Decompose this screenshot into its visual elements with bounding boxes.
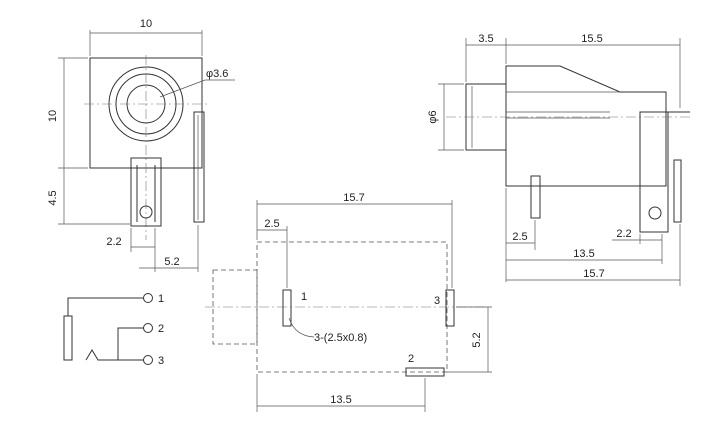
front-view: 10 10 4.5 φ3.6 2.2 5.2 <box>47 18 235 272</box>
front-side-pin <box>193 111 205 223</box>
dim-side-span-total: 15.7 <box>583 268 604 280</box>
pad-1 <box>282 289 292 327</box>
schematic: 1 2 3 <box>63 293 164 367</box>
footprint-pin2-label: 2 <box>408 353 414 365</box>
side-pin-bottom <box>530 175 541 219</box>
dim-side-diameter: φ6 <box>427 110 439 123</box>
side-tab-hole <box>648 206 662 220</box>
terminal-3 <box>143 355 153 365</box>
dim-side-pin-a: 2.5 <box>512 231 527 243</box>
side-pin-right <box>673 159 682 223</box>
front-tab <box>130 157 162 227</box>
side-view: 3.5 15.5 φ6 2.5 2.2 13.5 15.7 <box>427 33 690 286</box>
footprint-head <box>212 269 258 345</box>
dim-footprint-length: 15.7 <box>343 192 364 204</box>
dim-hole-diameter: φ3.6 <box>206 68 228 80</box>
footprint-pin3-label: 3 <box>434 295 440 307</box>
pad-3 <box>445 289 455 327</box>
dim-body-length: 15.5 <box>581 33 602 45</box>
pad-size-label: 3-(2.5x0.8) <box>314 332 367 344</box>
dim-head-length: 3.5 <box>478 33 493 45</box>
dim-pin-spacing-h: 13.5 <box>330 394 351 406</box>
side-tab <box>639 111 669 233</box>
footprint-view: 15.7 2.5 5.2 13.5 3-(2.5x0.8) 1 3 2 <box>205 192 492 412</box>
dim-tab-width: 2.2 <box>106 236 121 248</box>
schematic-pin1-label: 1 <box>158 293 164 305</box>
dim-pin-spacing-v: 5.2 <box>471 332 483 347</box>
terminal-1 <box>143 293 153 303</box>
schematic-pin3-label: 3 <box>158 355 164 367</box>
dim-front-height: 10 <box>47 110 59 122</box>
footprint-pin1-label: 1 <box>301 291 307 303</box>
schematic-pin2-label: 2 <box>158 323 164 335</box>
dim-pin-offset: 5.2 <box>164 256 179 268</box>
pad-2 <box>405 367 445 377</box>
dim-side-pin-b: 2.2 <box>616 228 631 240</box>
dim-side-span-inner: 13.5 <box>573 248 594 260</box>
dim-front-width: 10 <box>140 18 152 30</box>
dim-tab-height: 4.5 <box>47 190 59 205</box>
plug-symbol <box>63 315 73 361</box>
side-body <box>505 65 667 187</box>
tab-hole <box>139 205 153 219</box>
dim-pin1-offset: 2.5 <box>264 218 279 230</box>
terminal-2 <box>143 323 153 333</box>
